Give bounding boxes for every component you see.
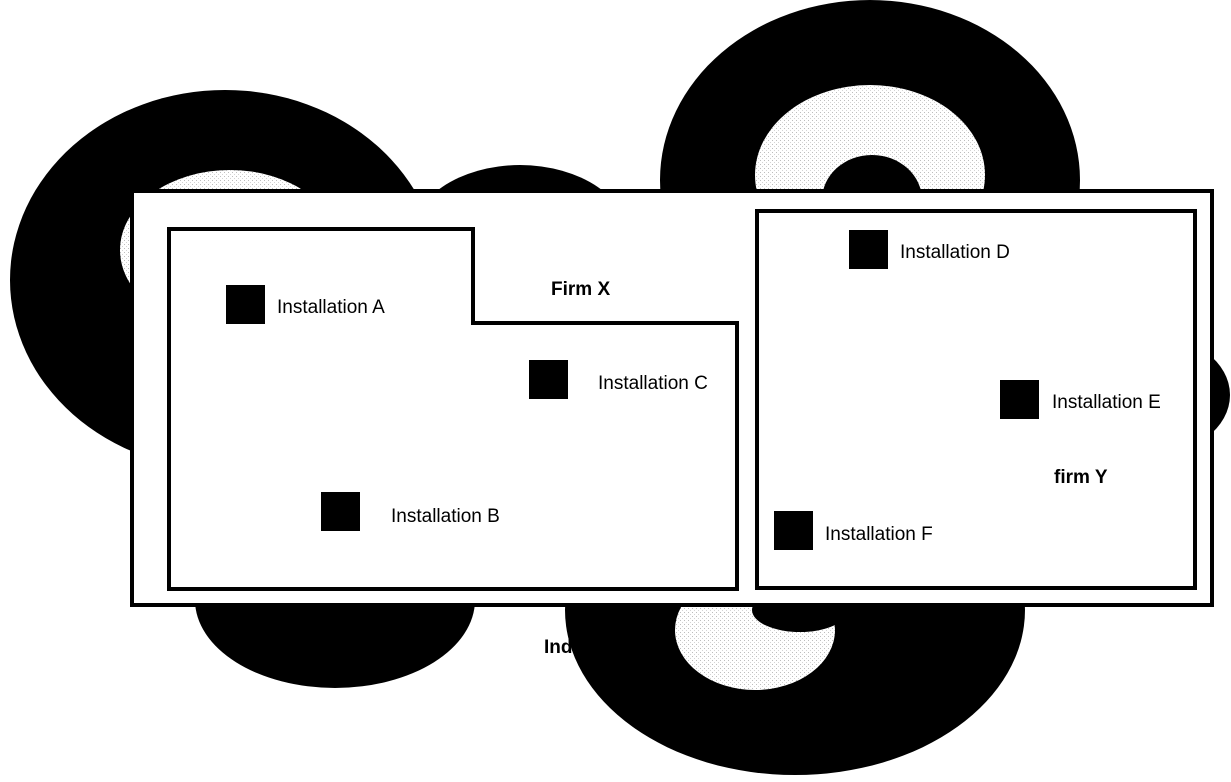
installation-a-label: Installation A — [277, 297, 385, 318]
square-marker-icon — [529, 360, 568, 399]
firm-x-label: Firm X — [551, 279, 610, 300]
square-marker-icon — [321, 492, 360, 531]
square-marker-icon — [226, 285, 265, 324]
outer-region-label: Indi — [544, 637, 578, 658]
installation-c-label: Installation C — [598, 373, 708, 394]
installation-f-label: Installation F — [825, 524, 933, 545]
firm-y-label: firm Y — [1054, 467, 1108, 488]
installation-b-label: Installation B — [391, 506, 500, 527]
square-marker-icon — [1000, 380, 1039, 419]
installation-d-label: Installation D — [900, 242, 1010, 263]
outer-region-box — [130, 189, 1214, 607]
firm-y-boundary — [755, 209, 1197, 590]
firm-x-boundary — [167, 227, 739, 591]
installation-e-label: Installation E — [1052, 392, 1161, 413]
square-marker-icon — [849, 230, 888, 269]
square-marker-icon — [774, 511, 813, 550]
